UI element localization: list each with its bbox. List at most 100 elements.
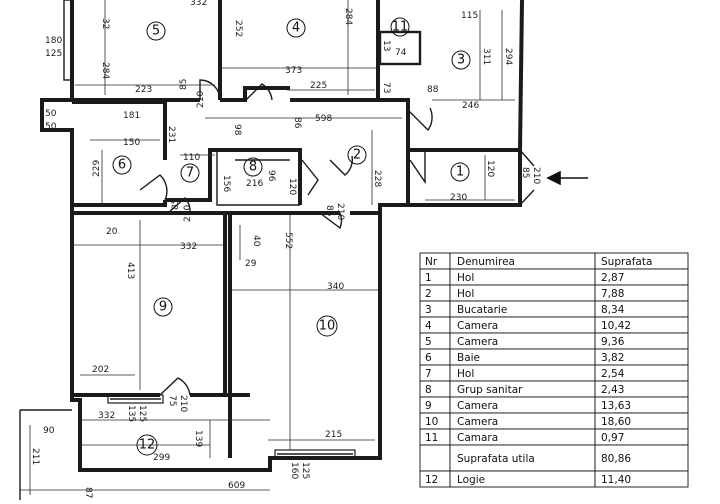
legend-row-6-nr: 6 xyxy=(425,352,432,364)
dim-label: 552 xyxy=(283,232,293,249)
legend-summary-area-cell xyxy=(594,444,689,472)
dim-label: 225 xyxy=(310,81,327,91)
door-bath xyxy=(139,174,168,201)
room-labels: 1 2 3 4 5 6 7 8 9 10 11 12 xyxy=(112,17,471,456)
legend-row-10-area: 18,60 xyxy=(601,416,631,428)
dim-label: 210 xyxy=(335,203,345,220)
room-label-2: 2 xyxy=(347,145,367,165)
legend-row-9-area: 13,63 xyxy=(601,400,631,412)
dim-label: 299 xyxy=(153,453,170,463)
dim-label: 29 xyxy=(245,259,257,269)
dim-label: 50 xyxy=(45,109,57,119)
dim-label: 284 xyxy=(100,62,110,79)
legend-row-1-name: Hol xyxy=(457,272,474,284)
dim-label: 598 xyxy=(315,114,332,124)
door-room3 xyxy=(407,107,433,132)
legend-row-12-name: Logie xyxy=(457,474,485,486)
dim-label: 332 xyxy=(190,0,207,8)
dim-label: 110 xyxy=(183,153,200,163)
windows xyxy=(107,394,356,459)
room-label-text: 3 xyxy=(457,53,465,68)
dim-label: 210 xyxy=(196,91,206,108)
dim-label: 332 xyxy=(98,411,115,421)
dim-label: 210 xyxy=(183,205,193,222)
legend-row-1-nr: 1 xyxy=(425,272,432,284)
room-label-11: 11 xyxy=(390,17,410,37)
dim-label: 413 xyxy=(125,262,135,279)
dim-label: 211 xyxy=(30,448,40,465)
legend-row-7-area: 2,54 xyxy=(601,368,625,380)
dim-label: 125 xyxy=(45,49,62,59)
dim-label: 90 xyxy=(43,426,55,436)
legend-row-2-nr: 2 xyxy=(425,288,432,300)
dim-label: 20 xyxy=(106,227,118,237)
room-label-8: 8 xyxy=(243,157,263,177)
dim-label: 252 xyxy=(233,20,243,37)
dim-label: 215 xyxy=(325,430,342,440)
legend-row-8-area: 2,43 xyxy=(601,384,624,396)
legend-row-5-area: 9,36 xyxy=(601,336,625,348)
doors xyxy=(139,79,535,396)
dim-label: 180 xyxy=(45,36,62,46)
legend-row-3-nr: 3 xyxy=(425,304,432,316)
legend-header-nr: Nr xyxy=(425,256,438,268)
legend-row-10-name: Camera xyxy=(457,416,498,428)
dim-label: 609 xyxy=(228,481,245,491)
legend-row-6-area: 3,82 xyxy=(601,352,624,364)
legend-summary-nr-cell xyxy=(419,444,451,472)
dim-label: 373 xyxy=(285,66,302,76)
dim-label: 85 xyxy=(324,205,334,216)
dim-label: 50 xyxy=(45,122,57,132)
dim-label: 160 xyxy=(289,462,299,479)
room-label-text: 6 xyxy=(118,158,126,173)
dim-label: 13 xyxy=(381,40,391,51)
room-label-text: 10 xyxy=(319,319,336,334)
dim-label: 156 xyxy=(221,175,231,192)
door-wc xyxy=(329,155,354,176)
legend-summary-name: Suprafata utila xyxy=(457,453,535,465)
dim-label: 230 xyxy=(450,193,467,203)
west-wall xyxy=(40,0,74,398)
room-label-text: 12 xyxy=(139,438,156,453)
legend-row-6-name: Baie xyxy=(457,352,480,364)
door-entry-hall xyxy=(409,150,426,185)
dim-label: 75 xyxy=(167,395,177,406)
legend-header-name: Denumirea xyxy=(457,256,515,268)
dim-label: 135 xyxy=(126,405,136,422)
dim-label: 120 xyxy=(287,178,297,195)
room-label-3: 3 xyxy=(451,50,471,70)
pantry-11-box xyxy=(378,30,422,66)
outer-walls xyxy=(19,0,524,500)
dim-label: 202 xyxy=(92,365,109,375)
dim-label: 332 xyxy=(180,242,197,252)
legend-row-12-area-cell xyxy=(594,470,689,488)
legend-row-4-area: 10,42 xyxy=(601,320,631,332)
door-hall2 xyxy=(301,159,319,196)
dim-label: 210 xyxy=(178,395,188,412)
door-entry xyxy=(519,149,535,206)
legend-row-8-name: Grup sanitar xyxy=(457,384,523,396)
room-label-10: 10 xyxy=(316,315,338,337)
window-room9 xyxy=(107,394,164,404)
dim-label: 229 xyxy=(92,160,102,177)
legend-summary-area: 80,86 xyxy=(601,453,631,465)
dim-label: 228 xyxy=(372,170,382,187)
dim-label: 85 xyxy=(171,199,181,210)
dim-label: 125 xyxy=(137,405,147,422)
wall-room9 xyxy=(72,211,250,397)
legend-row-9-name: Camera xyxy=(457,400,498,412)
window-room10 xyxy=(274,449,356,459)
east-lower-wall xyxy=(378,150,410,420)
east-upper-wall xyxy=(518,0,524,151)
legend-row-11-area: 0,97 xyxy=(601,432,624,444)
legend-row-11-name: Camara xyxy=(457,432,498,444)
dim-label: 98 xyxy=(232,124,242,136)
legend-row-2-name: Hol xyxy=(457,288,474,300)
dim-label: 246 xyxy=(462,101,479,111)
entry-hall-box xyxy=(408,148,522,207)
legend-row-2-area: 7,88 xyxy=(601,288,624,300)
dim-label: 74 xyxy=(395,48,407,58)
dim-label: 73 xyxy=(381,82,391,93)
